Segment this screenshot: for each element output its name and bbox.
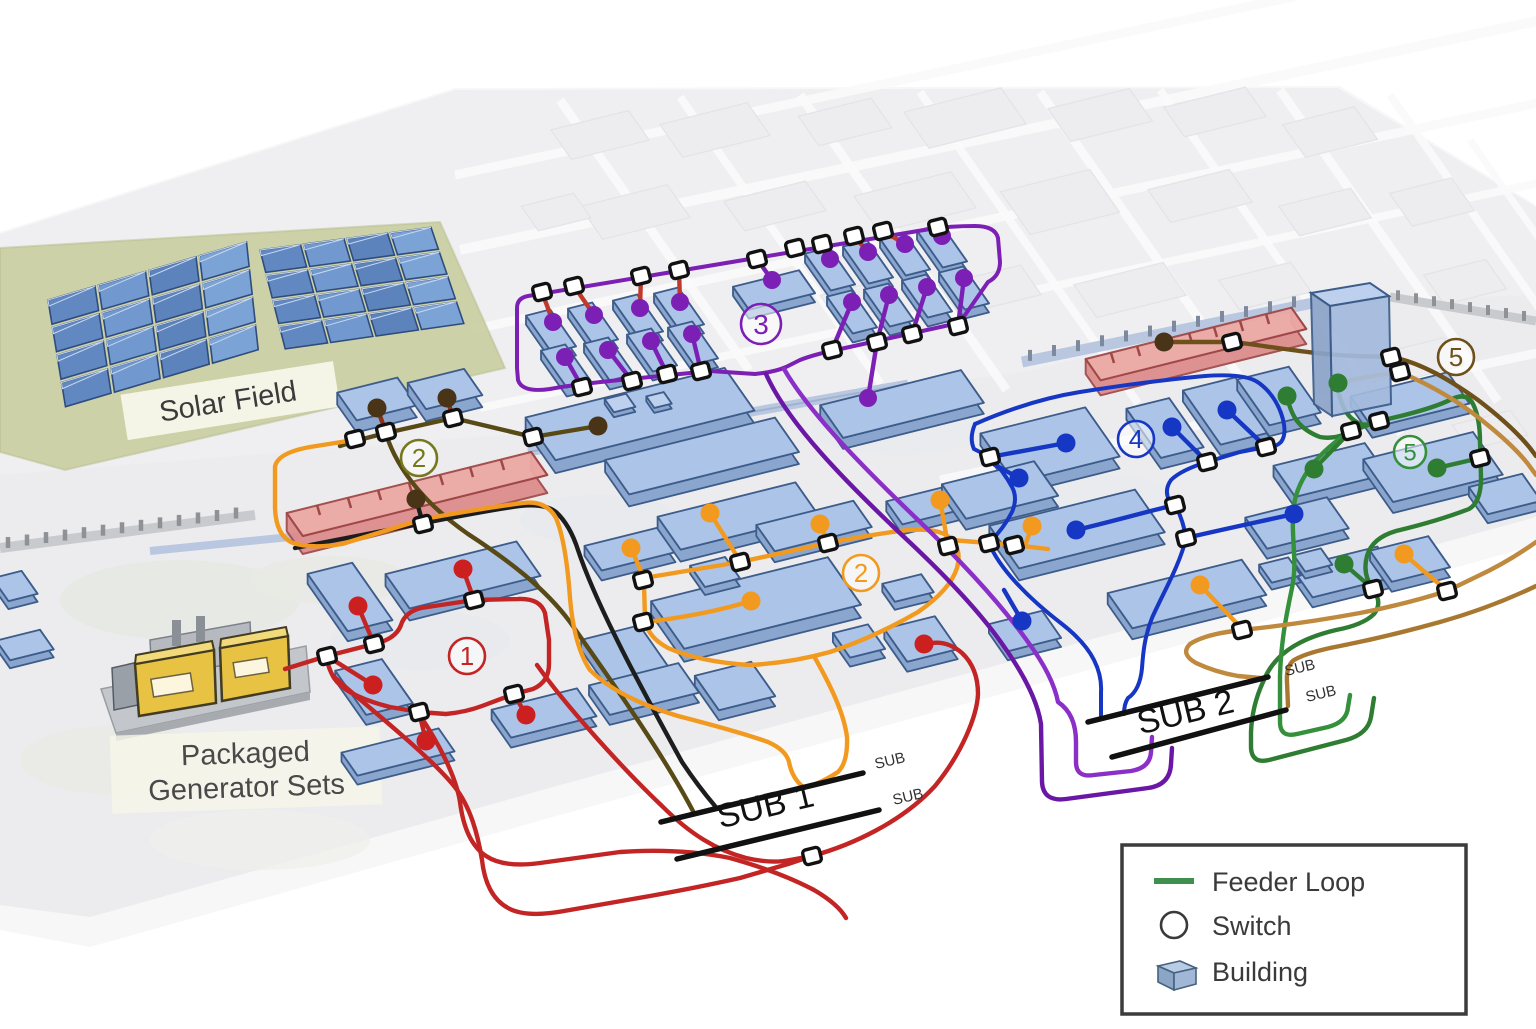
svg-text:1: 1 — [460, 641, 474, 671]
svg-text:SUB: SUB — [891, 785, 925, 809]
svg-text:3: 3 — [753, 309, 769, 340]
svg-text:Packaged: Packaged — [180, 736, 310, 772]
svg-text:SUB: SUB — [1304, 682, 1338, 706]
svg-text:4: 4 — [1129, 424, 1143, 454]
svg-text:2: 2 — [412, 443, 426, 473]
svg-text:SUB: SUB — [873, 749, 907, 773]
svg-text:SUB: SUB — [1283, 656, 1317, 680]
svg-text:Feeder Loop: Feeder Loop — [1212, 867, 1365, 897]
svg-text:5: 5 — [1403, 439, 1416, 466]
svg-text:Generator Sets: Generator Sets — [148, 769, 346, 808]
svg-text:2: 2 — [854, 558, 868, 588]
svg-text:Switch: Switch — [1212, 911, 1292, 941]
svg-text:5: 5 — [1449, 342, 1463, 372]
svg-text:Building: Building — [1212, 957, 1308, 987]
